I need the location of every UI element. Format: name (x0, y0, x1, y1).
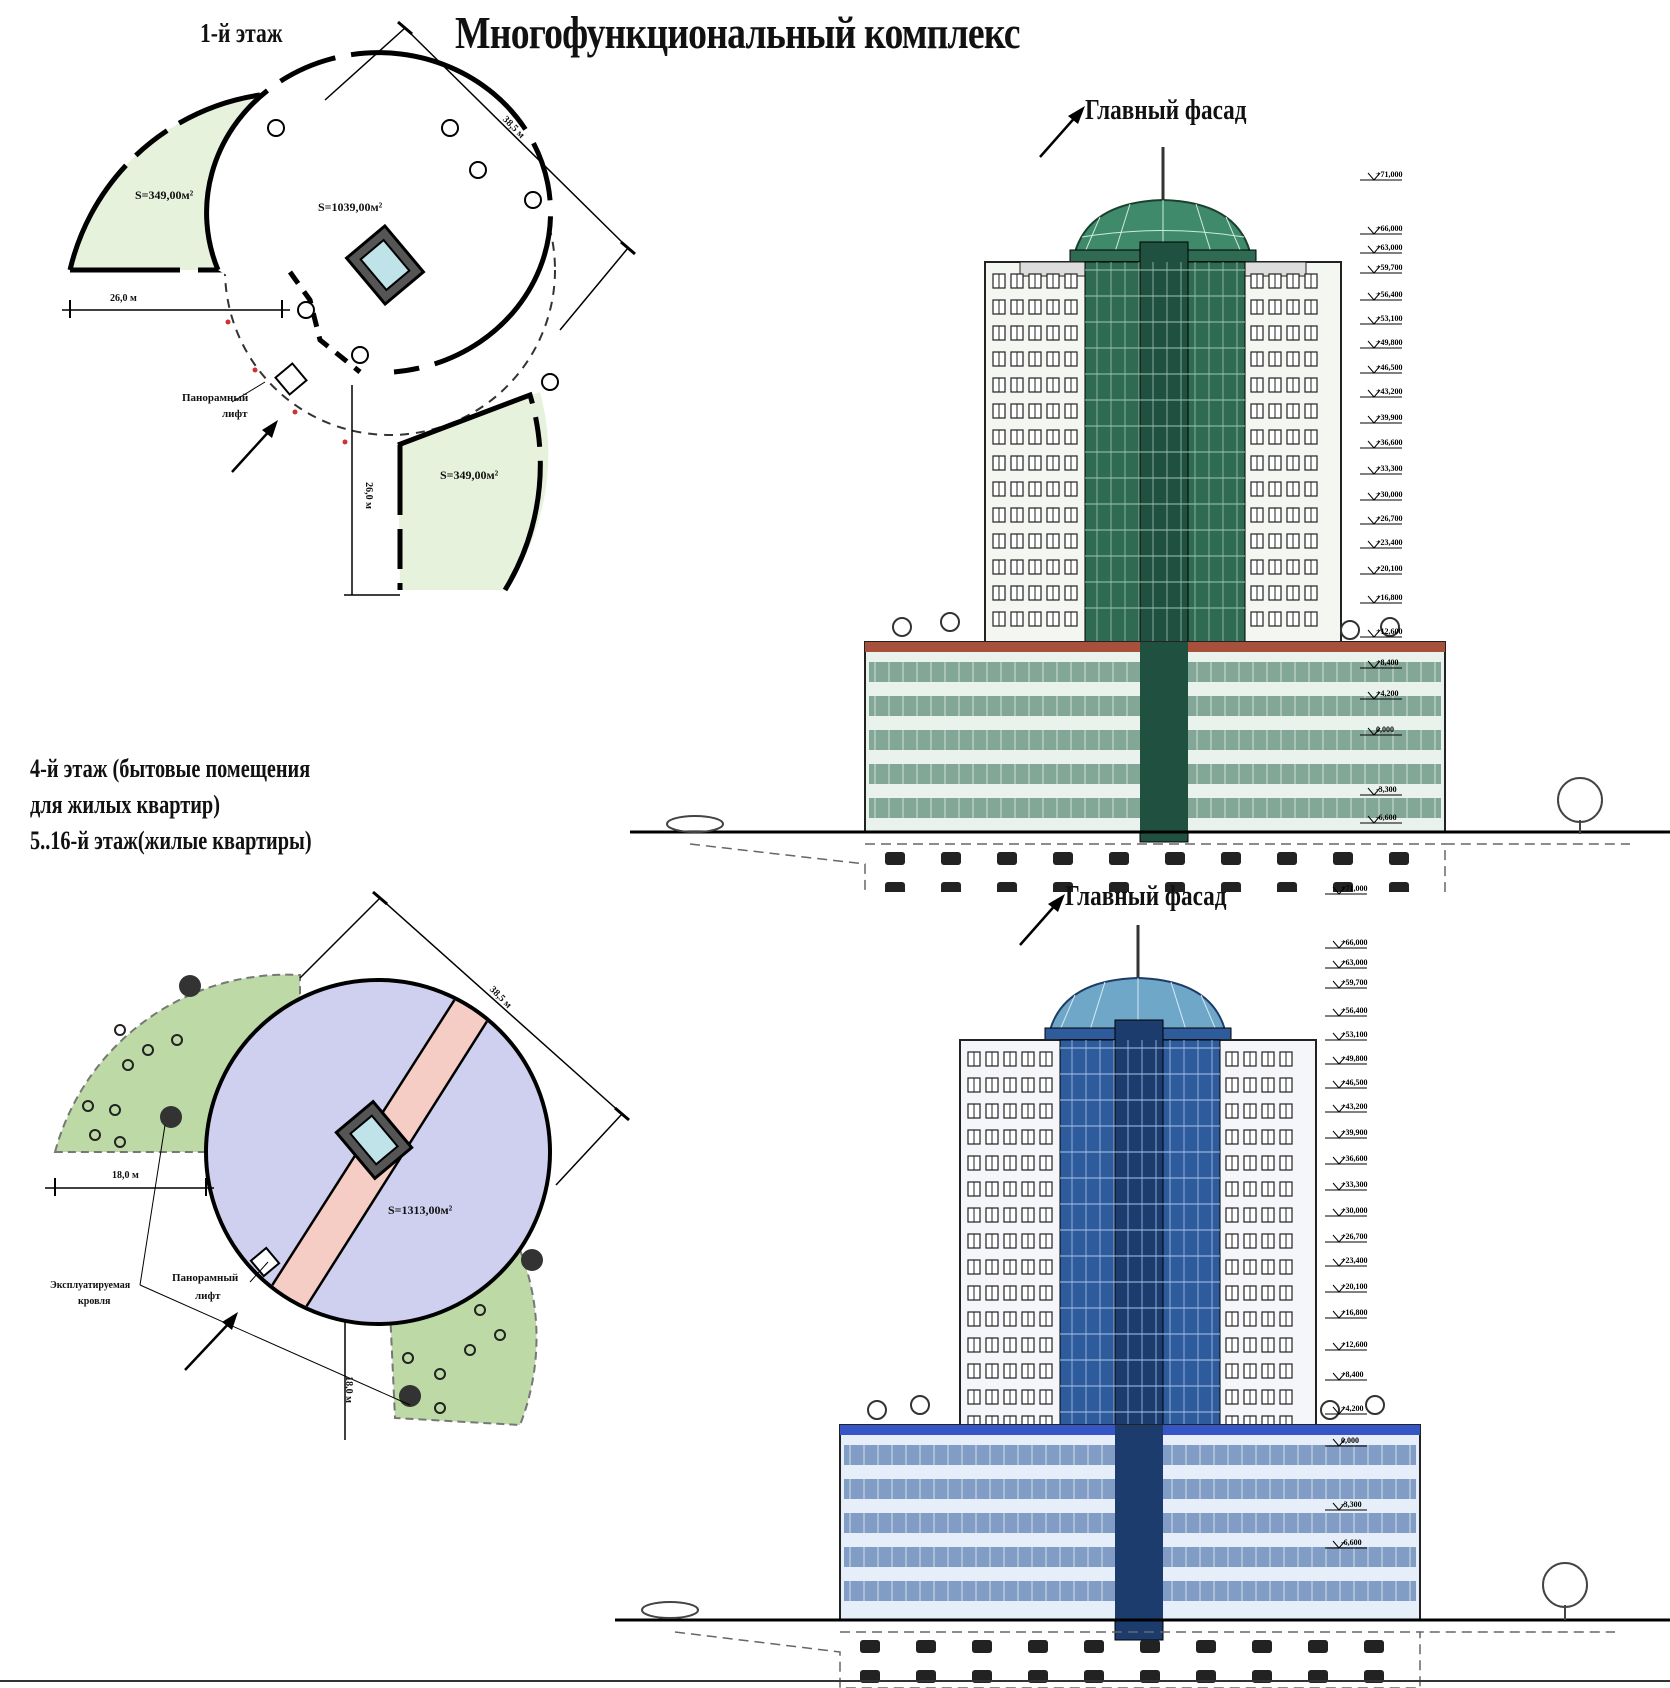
facade1-drawing: +71,000 +66,000 +63,000 +59,700 +56,400 +53,1… (630, 106, 1670, 892)
level-mark: +33,300 (1376, 464, 1403, 473)
plan2-lift-label-1: Панорамный (172, 1272, 239, 1284)
facade2-drawing: +71,000 +66,000 +63,000 +59,700 +56,400 +53,1… (615, 884, 1670, 1688)
level-mark: +30,000 (1376, 490, 1403, 499)
floors-note-line2: для жилых квартир) (30, 790, 220, 819)
level-mark: +59,700 (1341, 978, 1368, 987)
level-mark: +20,100 (1341, 1282, 1368, 1291)
level-mark: +49,800 (1376, 338, 1403, 347)
level-mark: +26,700 (1341, 1232, 1368, 1241)
level-mark: -6,600 (1341, 1538, 1362, 1547)
level-mark: +71,000 (1376, 170, 1403, 179)
level-mark: +30,000 (1341, 1206, 1368, 1215)
sheet-bottom-border (0, 1680, 1670, 1682)
floors-note-line3: 5..16-й этаж(жилые квартиры) (30, 826, 312, 855)
level-mark: +36,600 (1341, 1154, 1368, 1163)
level-mark: +53,100 (1376, 314, 1403, 323)
level-mark: -3,300 (1341, 1500, 1362, 1509)
level-mark: +46,500 (1376, 363, 1403, 372)
level-mark: +66,000 (1341, 938, 1368, 947)
level-mark: -3,300 (1376, 785, 1397, 794)
level-mark: +39,900 (1376, 413, 1403, 422)
plan1-dim-width: 26,0 м (110, 293, 137, 304)
level-mark: +66,000 (1376, 224, 1403, 233)
level-mark: +8,400 (1341, 1370, 1364, 1379)
facade2: Главный фасад (615, 880, 1670, 1688)
level-mark: +23,400 (1376, 538, 1403, 547)
level-mark: +63,000 (1341, 958, 1368, 967)
level-mark: +4,200 (1341, 1404, 1364, 1413)
plan2-lift-label-2: лифт (195, 1290, 221, 1302)
plan2-roof-label-1: Эксплуатируемая (50, 1280, 131, 1291)
facade1-title: Главный фасад (1085, 94, 1247, 126)
level-mark: +59,700 (1376, 263, 1403, 272)
level-mark: +53,100 (1341, 1030, 1368, 1039)
sheet-title: Многофункциональный комплекс (455, 7, 1021, 58)
level-mark: +16,800 (1341, 1308, 1368, 1317)
plan2-trees (160, 975, 543, 1407)
level-mark: +20,100 (1376, 564, 1403, 573)
level-mark: +26,700 (1376, 514, 1403, 523)
level-mark: 0,000 (1376, 725, 1394, 734)
plan1-area-left: S=349,00м² (135, 188, 194, 202)
plan2-dim-vert: 18,0 м (342, 1376, 354, 1403)
plan2-drawing (45, 890, 630, 1440)
plan1-area-right: S=349,00м² (440, 468, 499, 482)
plan1-drawing (62, 20, 636, 596)
level-mark: +43,200 (1341, 1102, 1368, 1111)
plan2-area-center: S=1313,00м² (388, 1203, 453, 1217)
plan2-dim-width: 18,0 м (112, 1170, 139, 1181)
level-mark: +8,400 (1376, 658, 1399, 667)
level-mark: +43,200 (1376, 387, 1403, 396)
facade2-title: Главный фасад (1065, 880, 1227, 912)
level-mark: +63,000 (1376, 243, 1403, 252)
plan1-center-outline (204, 50, 553, 375)
plan1-left-wing-outline (67, 92, 261, 271)
plan1-right-wing (398, 392, 549, 590)
plan1-lift-label-1: Панорамный (182, 392, 249, 404)
level-mark: -6,600 (1376, 813, 1397, 822)
plan2-shrubs (82, 1024, 506, 1414)
level-mark: +23,400 (1341, 1256, 1368, 1265)
plan1-columns (267, 119, 559, 391)
plan1-title: 1-й этаж (200, 18, 283, 48)
level-mark: +12,600 (1376, 627, 1403, 636)
plan1-dim-vert: 26,0 м (362, 482, 374, 509)
level-mark: +36,600 (1376, 438, 1403, 447)
level-mark: +46,500 (1341, 1078, 1368, 1087)
level-mark: +33,300 (1341, 1180, 1368, 1189)
level-mark: +12,600 (1341, 1340, 1368, 1349)
plan1-area-center: S=1039,00м² (318, 200, 383, 214)
level-mark: +49,800 (1341, 1054, 1368, 1063)
level-mark: +4,200 (1376, 689, 1399, 698)
level-mark: +71,000 (1341, 884, 1368, 893)
floors-note-line1: 4-й этаж (бытовые помещения (30, 754, 311, 783)
level-mark: +39,900 (1341, 1128, 1368, 1137)
level-mark: +56,400 (1376, 290, 1403, 299)
facade1: Главный фасад (630, 92, 1670, 892)
plan1-lift-label-2: лифт (222, 408, 248, 420)
level-mark: 0,000 (1341, 1436, 1359, 1445)
level-mark: +16,800 (1376, 593, 1403, 602)
level-mark: +56,400 (1341, 1006, 1368, 1015)
plan2-roof-label-2: кровля (78, 1296, 111, 1307)
